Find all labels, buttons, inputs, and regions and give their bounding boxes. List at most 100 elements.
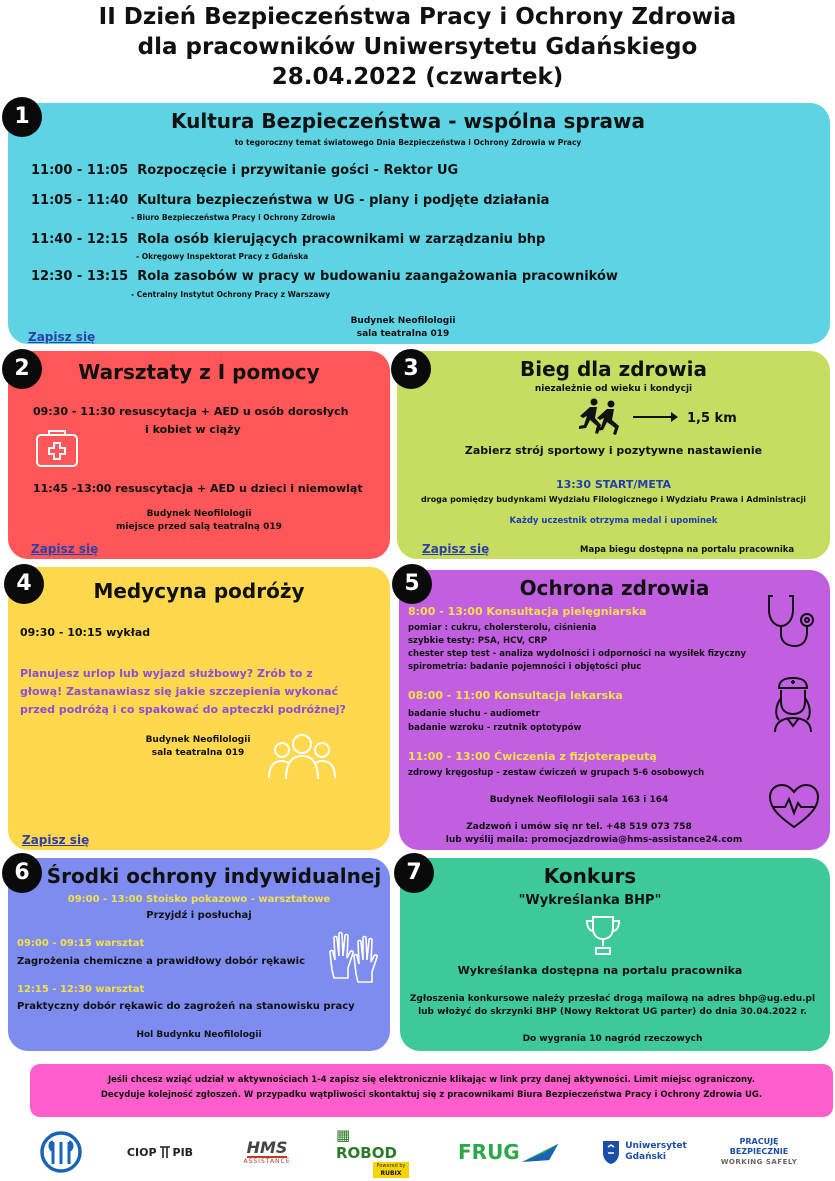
- s7-line-3: lub włożyć do skrzynki BHP (Nowy Rektora…: [418, 1007, 807, 1017]
- s3-start: 13:30 START/META: [555, 478, 672, 491]
- s3-map-note: Mapa biegu dostępna na portalu pracownik…: [580, 545, 795, 555]
- s4-question-3: przed podróżą i co spakować do apteczki …: [20, 703, 346, 716]
- s7-subtitle: "Wykreślanka BHP": [518, 893, 662, 908]
- s4-signup-link[interactable]: Zapisz się: [22, 833, 90, 847]
- first-aid-kit-icon: [36, 430, 78, 467]
- s5-place: Budynek Neofilologii sala 163 i 164: [489, 795, 669, 805]
- section-5-title: Ochrona zdrowia: [519, 576, 710, 600]
- section-1-subtitle: to tegoroczny temat światowego Dnia Bezp…: [234, 138, 582, 147]
- gloves-icon: [329, 931, 378, 983]
- section-3-panel: Bieg dla zdrowia niezależnie od wieku i …: [397, 351, 830, 559]
- s1-item-2: 11:05 - 11:40 Kultura bezpieczeństwa w U…: [31, 193, 550, 208]
- s3-line-1: Zabierz strój sportowy i pozytywne nasta…: [464, 444, 763, 457]
- section-7-number: 7: [394, 853, 434, 893]
- s1-signup-link[interactable]: Zapisz się: [28, 330, 96, 344]
- footer-line-2: Decyduje kolejność zgłoszeń. W przypadku…: [100, 1090, 763, 1100]
- ug-crest-icon: [603, 1141, 620, 1164]
- s5-line-6: badanie wzroku - rzutnik optotypów: [408, 723, 582, 733]
- section-1-panel: Kultura Bezpieczeństwa - wspólna sprawa …: [8, 103, 830, 344]
- s6-line-3: Praktyczny dobór rękawic do zagrożeń na …: [17, 1001, 355, 1012]
- people-group-icon: [268, 734, 336, 780]
- section-7-title: Konkurs: [543, 864, 637, 888]
- s4-question-2: głową! Zastanawiasz się jakie szczepieni…: [20, 685, 339, 698]
- frug-swoosh-icon: [521, 1143, 558, 1162]
- s3-medal: Każdy uczestnik otrzyma medal i upominek: [509, 516, 718, 526]
- pip-logo: [38, 1128, 84, 1176]
- s6-heading-2: 09:00 - 09:15 warsztat: [17, 938, 145, 949]
- s5-line-5: badanie słuchu - audiometr: [408, 709, 540, 719]
- s6-line-1: Przyjdź i posłuchaj: [146, 910, 252, 921]
- title-line-1: II Dzień Bezpieczeństwa Pracy i Ochrony …: [98, 4, 737, 30]
- section-6-number: 6: [2, 853, 42, 893]
- section-2-title: Warsztaty z I pomocy: [78, 360, 320, 384]
- s1-item-4-by: - Centralny Instytut Ochrony Pracy z War…: [131, 290, 331, 299]
- s2-item-1a: 09:30 - 11:30 resuscytacja + AED u osób …: [33, 405, 349, 418]
- s5-heading-1: 8:00 - 13:00 Konsultacja pielęgniarska: [408, 605, 647, 618]
- section-4-panel: Medycyna podróży 09:30 - 10:15 wykład Pl…: [8, 567, 390, 850]
- s1-item-1: 11:00 - 11:05 Rozpoczęcie i przywitanie …: [31, 163, 459, 178]
- s5-line-1: pomiar : cukru, cholersterolu, ciśnienia: [408, 623, 597, 633]
- pip-emblem-icon: [40, 1131, 82, 1173]
- s1-item-2-by: - Biuro Bezpieczeństwa Pracy i Ochrony Z…: [131, 213, 336, 222]
- s6-heading-1: 09:00 - 13:00 Stoisko pokazowo - warszta…: [67, 894, 331, 905]
- pracuje-bezpiecznie-logo: PRACUJĘ BEZPIECZNIE WORKING SAFELY: [720, 1137, 798, 1166]
- section-1-number: 1: [2, 97, 42, 137]
- s1-item-4: 12:30 - 13:15 Rola zasobów w pracy w bud…: [31, 269, 618, 284]
- s6-heading-3: 12:15 - 12:30 warsztat: [17, 984, 145, 995]
- section-2-number: 2: [2, 349, 42, 389]
- s3-distance: 1,5 km: [687, 411, 737, 426]
- title-line-3: 28.04.2022 (czwartek): [271, 64, 564, 90]
- s1-item-3-by: - Okręgowy Inspektorat Pracy z Gdańska: [136, 252, 309, 261]
- s5-line-4: spirometria: badanie pojemności i objęto…: [408, 662, 642, 672]
- heart-pulse-icon: [768, 783, 820, 829]
- s1-item-3: 11:40 - 12:15 Rola osób kierujących prac…: [31, 232, 546, 247]
- section-4-title: Medycyna podróży: [93, 579, 305, 603]
- s4-place-2: sala teatralna 019: [151, 748, 245, 758]
- s4-question-1: Planujesz urlop lub wyjazd służbowy? Zró…: [20, 667, 313, 680]
- section-3-title: Bieg dla zdrowia: [520, 357, 707, 381]
- s7-line-1: Wykreślanka dostępna na portalu pracowni…: [457, 964, 743, 977]
- section-5-panel: Ochrona zdrowia 8:00 - 13:00 Konsultacja…: [399, 570, 830, 850]
- ug-logo: Uniwersytet Gdański: [598, 1128, 690, 1176]
- s3-route: droga pomiędzy budynkami Wydziału Filolo…: [421, 495, 806, 504]
- robod-logo: ▦ ROBOD Powered by RUBIX: [336, 1126, 416, 1178]
- s3-signup-link[interactable]: Zapisz się: [422, 542, 490, 556]
- section-4-number: 4: [4, 564, 44, 604]
- trophy-icon: [585, 916, 621, 955]
- section-6-title: Środki ochrony indywidualnej: [46, 864, 382, 888]
- title-line-2: dla pracowników Uniwersytetu Gdańskiego: [137, 34, 698, 60]
- s2-signup-link[interactable]: Zapisz się: [31, 542, 99, 556]
- s2-place-1: Budynek Neofilologii: [146, 509, 252, 519]
- s5-line-7: zdrowy kręgosłup - zestaw ćwiczeń w grup…: [408, 768, 705, 778]
- hms-logo: HMS ASSISTANCE: [243, 1137, 291, 1165]
- section-5-number: 5: [392, 564, 432, 604]
- s2-item-1b: i kobiet w ciąży: [145, 423, 241, 436]
- s5-heading-3: 11:00 - 13:00 Ćwiczenia z fizjoterapeutą: [408, 750, 657, 763]
- stethoscope-icon: [768, 595, 814, 648]
- s1-place-2: sala teatralna 019: [356, 329, 450, 339]
- s4-place-1: Budynek Neofilologii: [145, 735, 251, 745]
- s1-place-1: Budynek Neofilologii: [350, 316, 456, 326]
- footer-notice: Jeśli chcesz wziąć udział w aktywnościac…: [30, 1064, 833, 1117]
- section-1-title: Kultura Bezpieczeństwa - wspólna sprawa: [170, 109, 646, 133]
- ciop-pib-logo: CIOP PIB: [126, 1145, 194, 1159]
- section-3-number: 3: [391, 349, 431, 389]
- s6-line-2: Zagrożenia chemiczne a prawidłowy dobór …: [17, 956, 306, 967]
- s3-subtitle: niezależnie od wieku i kondycji: [534, 384, 693, 394]
- ciop-mark-icon: [159, 1146, 170, 1158]
- nurse-icon: [774, 676, 812, 733]
- s7-line-4: Do wygrania 10 nagród rzeczowych: [522, 1034, 703, 1044]
- s2-item-2: 11:45 -13:00 resuscytacja + AED u dzieci…: [33, 482, 363, 495]
- s4-time: 09:30 - 10:15 wykład: [20, 626, 151, 639]
- s5-line-2: szybkie testy: PSA, HCV, CRP: [408, 636, 548, 646]
- section-6-panel: Środki ochrony indywidualnej 09:00 - 13:…: [8, 858, 390, 1051]
- s5-contact-1: Zadzwoń i umów się nr tel. +48 519 073 7…: [466, 822, 692, 832]
- footer-line-1: Jeśli chcesz wziąć udział w aktywnościac…: [107, 1075, 756, 1085]
- s2-place-2: miejsce przed salą teatralną 019: [116, 522, 282, 532]
- frug-logo: FRUG: [458, 1128, 558, 1176]
- s5-contact-2: lub wyślij maila: promocjazdrowia@hms-as…: [445, 835, 743, 845]
- s6-place: Hol Budynku Neofilologii: [136, 1030, 262, 1040]
- runners-icon: [579, 398, 619, 435]
- arrow-right-icon: [633, 412, 678, 422]
- section-7-panel: Konkurs "Wykreślanka BHP" Wykreślanka do…: [400, 858, 830, 1051]
